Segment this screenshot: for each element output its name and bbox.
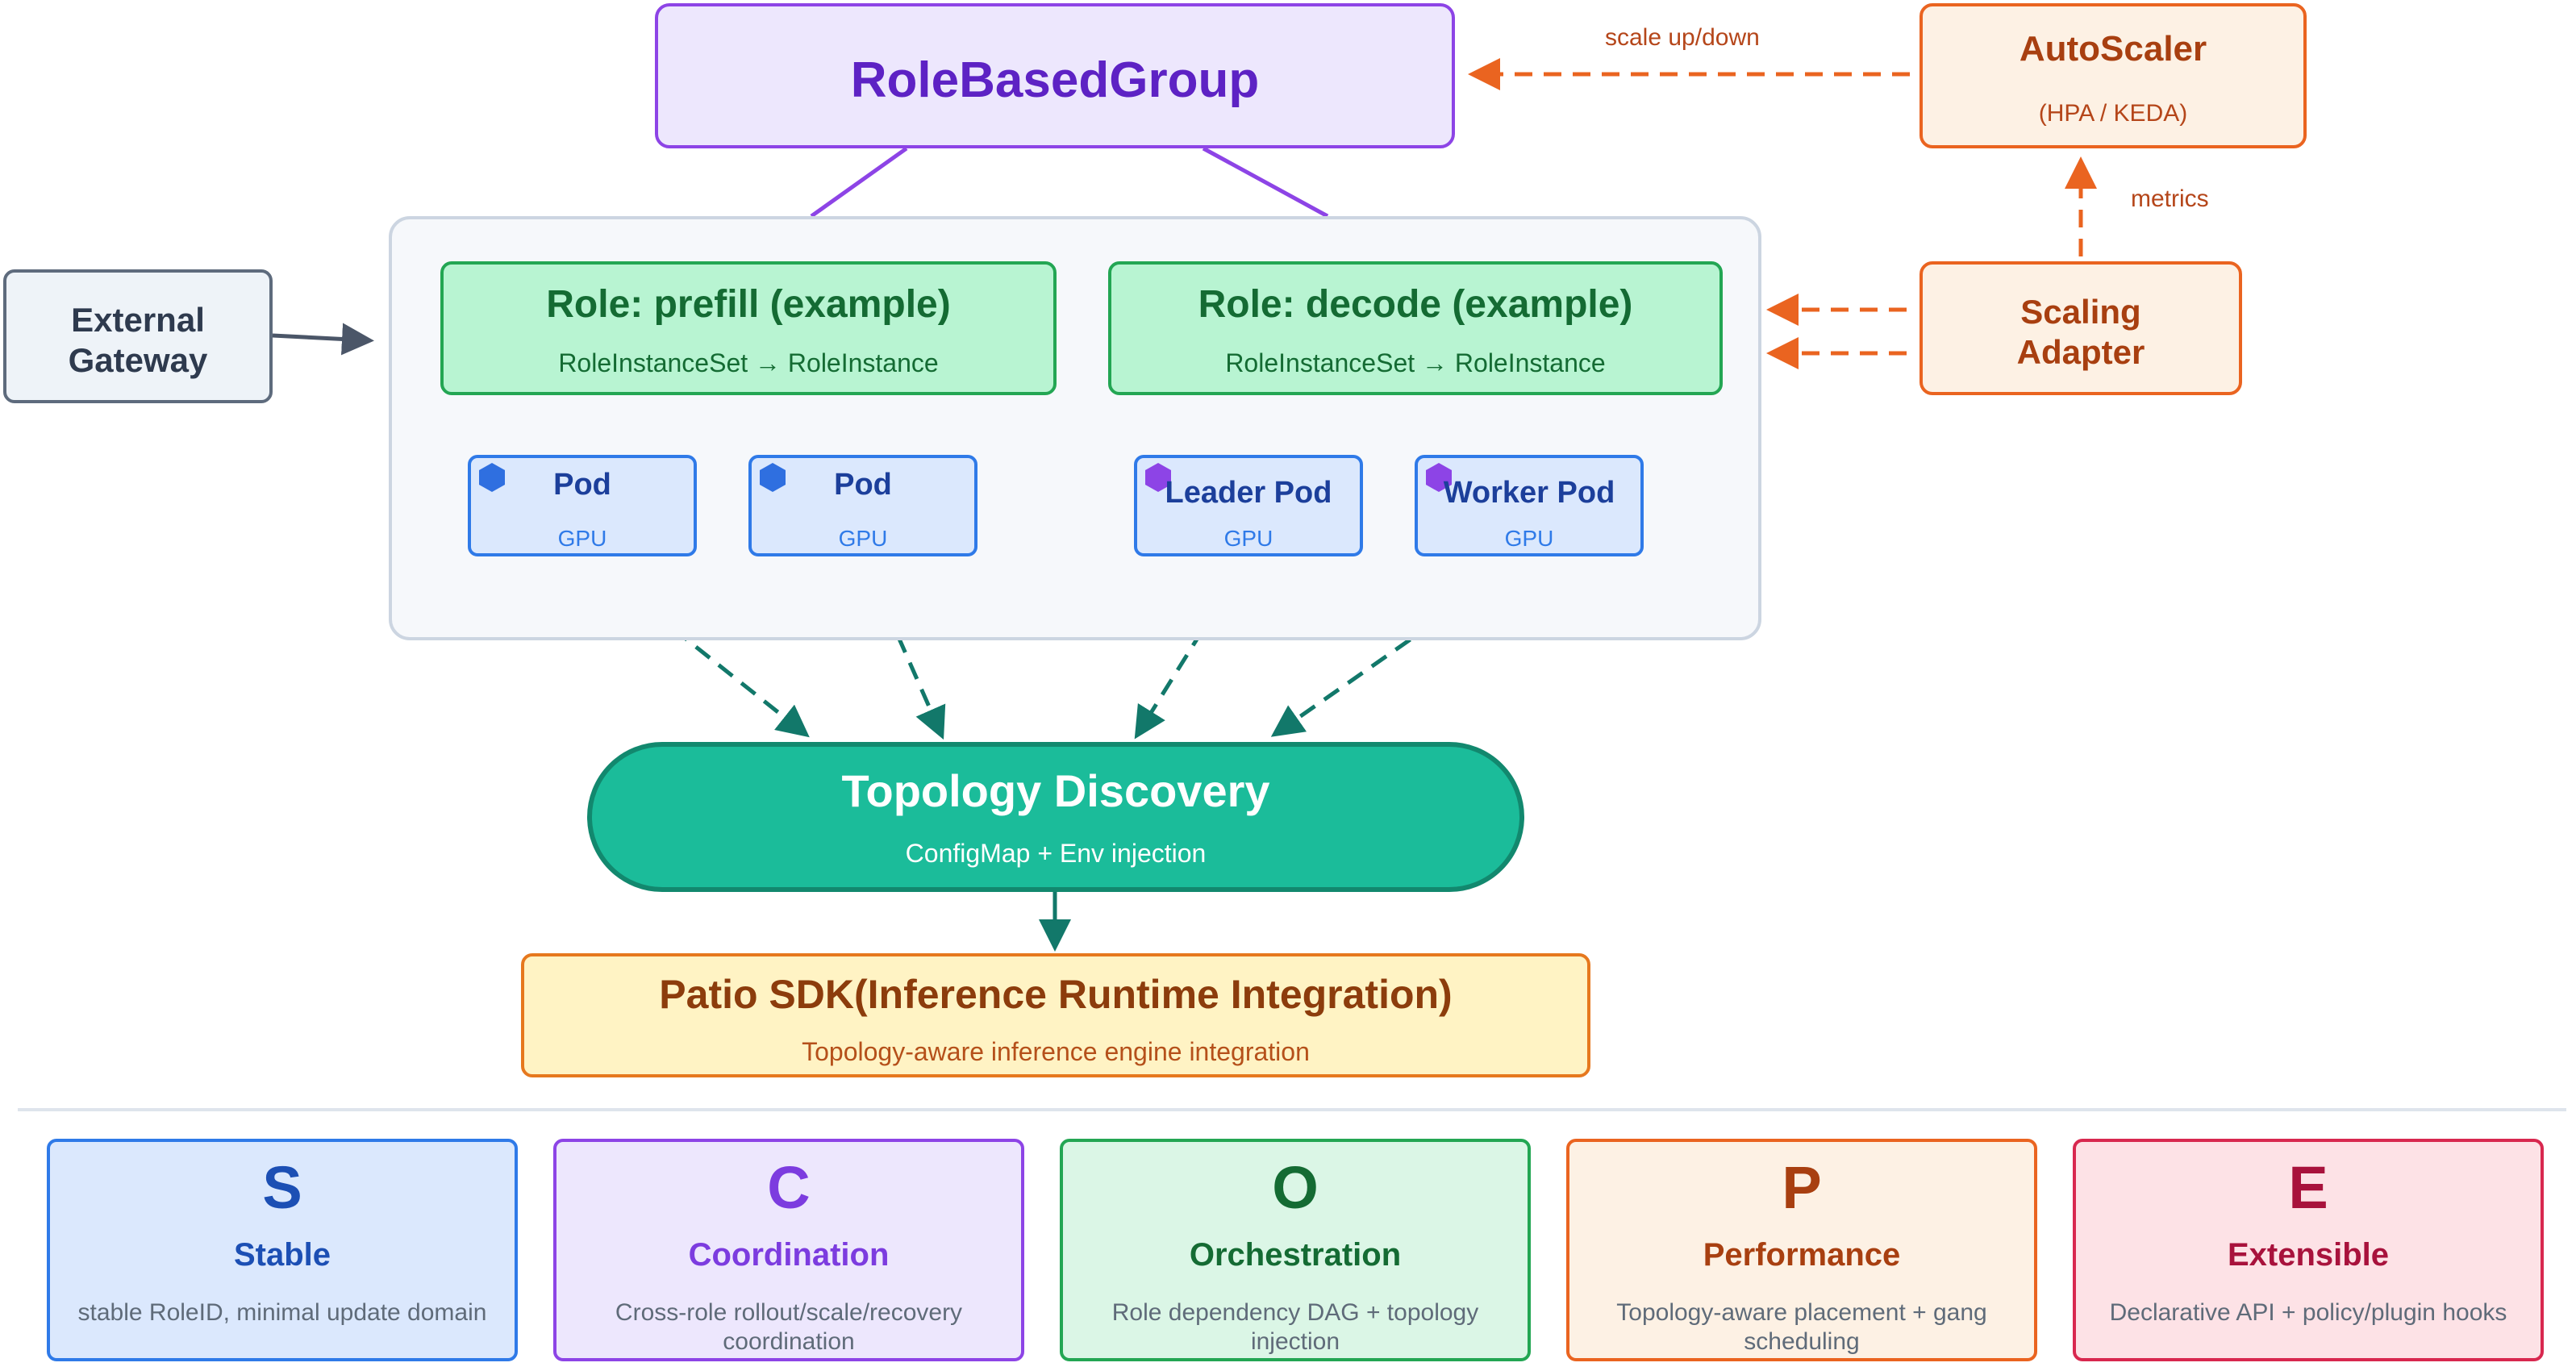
external-gateway-title: External Gateway <box>68 301 208 379</box>
role-decode-box: Role: decode (example) RoleInstanceSet →… <box>1108 261 1723 395</box>
patio-title: Patio SDK(Inference Runtime Integration) <box>659 972 1453 1017</box>
topology-title: Topology Discovery <box>841 765 1270 816</box>
pod-subtitle: GPU <box>557 526 607 551</box>
principle-name: Stable <box>233 1237 331 1273</box>
patio-subtitle: Topology-aware inference engine integrat… <box>802 1037 1310 1066</box>
principle-letter: P <box>1782 1154 1822 1221</box>
purple-hexagon-icon <box>1426 463 1452 492</box>
principle-card-performance: P Performance Topology-aware placement +… <box>1566 1139 2037 1361</box>
rbg-link-left <box>810 146 908 219</box>
role-subtitle: RoleInstanceSet → RoleInstance <box>1225 348 1606 377</box>
scale-label: scale up/down <box>1605 24 1760 51</box>
scaling-adapter-title: Scaling Adapter <box>2016 293 2145 371</box>
principle-letter: E <box>2288 1154 2328 1221</box>
principle-name: Extensible <box>2227 1237 2390 1273</box>
autoscaler-subtitle: (HPA / KEDA) <box>2038 100 2188 127</box>
section-divider <box>18 1108 2566 1111</box>
pod-title: Leader Pod <box>1165 476 1332 510</box>
role-prefill-box: Role: prefill (example) RoleInstanceSet … <box>440 261 1057 395</box>
role-title: Role: decode (example) <box>1198 283 1633 326</box>
topology-discovery-box: Topology Discovery ConfigMap + Env injec… <box>587 742 1524 892</box>
principle-card-extensible: E Extensible Declarative API + policy/pl… <box>2073 1139 2544 1361</box>
principle-letter: S <box>262 1154 302 1221</box>
pod-box: Pod GPU <box>748 455 977 556</box>
worker-pod-box: Worker Pod GPU <box>1415 455 1644 556</box>
role-based-group-title: RoleBasedGroup <box>850 52 1260 108</box>
pod-title: Pod <box>553 468 611 502</box>
purple-hexagon-icon <box>1145 463 1171 492</box>
principle-letter: O <box>1272 1154 1319 1221</box>
leader-pod-box: Leader Pod GPU <box>1134 455 1363 556</box>
principle-description: stable RoleID, minimal update domain <box>77 1299 487 1326</box>
principle-name: Performance <box>1703 1237 1901 1273</box>
blue-hexagon-icon <box>760 463 786 492</box>
rbg-link-right <box>1202 146 1329 219</box>
blue-hexagon-icon <box>479 463 505 492</box>
principle-description: Role dependency DAG + topology injection <box>1111 1299 1479 1355</box>
metrics-label: metrics <box>2131 185 2209 212</box>
patio-sdk-box: Patio SDK(Inference Runtime Integration)… <box>521 953 1590 1077</box>
pod1-to-topology <box>581 555 810 738</box>
pod-title: Pod <box>834 468 892 502</box>
gateway-arrow <box>272 323 374 356</box>
principle-letter: C <box>767 1154 811 1221</box>
principle-card-coordination: C Coordination Cross-role rollout/scale/… <box>553 1139 1024 1361</box>
role-subtitle: RoleInstanceSet → RoleInstance <box>558 348 939 377</box>
external-gateway-box: External Gateway <box>3 269 273 403</box>
principle-name: Coordination <box>688 1237 890 1273</box>
principle-description: Declarative API + policy/plugin hooks <box>2109 1299 2507 1326</box>
principle-card-orchestration: O Orchestration Role dependency DAG + to… <box>1060 1139 1531 1361</box>
autoscaler-box: AutoScaler (HPA / KEDA) <box>1919 3 2307 148</box>
principle-card-stable: S Stable stable RoleID, minimal update d… <box>47 1139 518 1361</box>
principle-description: Topology-aware placement + gang scheduli… <box>1616 1299 1987 1355</box>
worker-to-topology <box>1270 554 1531 737</box>
principle-description: Cross-role rollout/scale/recovery coordi… <box>615 1299 963 1355</box>
principle-name: Orchestration <box>1189 1237 1402 1273</box>
pod-subtitle: GPU <box>838 526 888 551</box>
pod-subtitle: GPU <box>1504 526 1554 551</box>
role-based-group-box: RoleBasedGroup <box>655 3 1455 148</box>
role-title: Role: prefill (example) <box>546 283 951 326</box>
pod-title: Worker Pod <box>1443 476 1615 510</box>
scaling-adapter-box: Scaling Adapter <box>1919 261 2242 395</box>
pod-box: Pod GPU <box>468 455 697 556</box>
topology-subtitle: ConfigMap + Env injection <box>905 839 1207 868</box>
pod-subtitle: GPU <box>1223 526 1273 551</box>
autoscaler-title: AutoScaler <box>2019 29 2207 69</box>
